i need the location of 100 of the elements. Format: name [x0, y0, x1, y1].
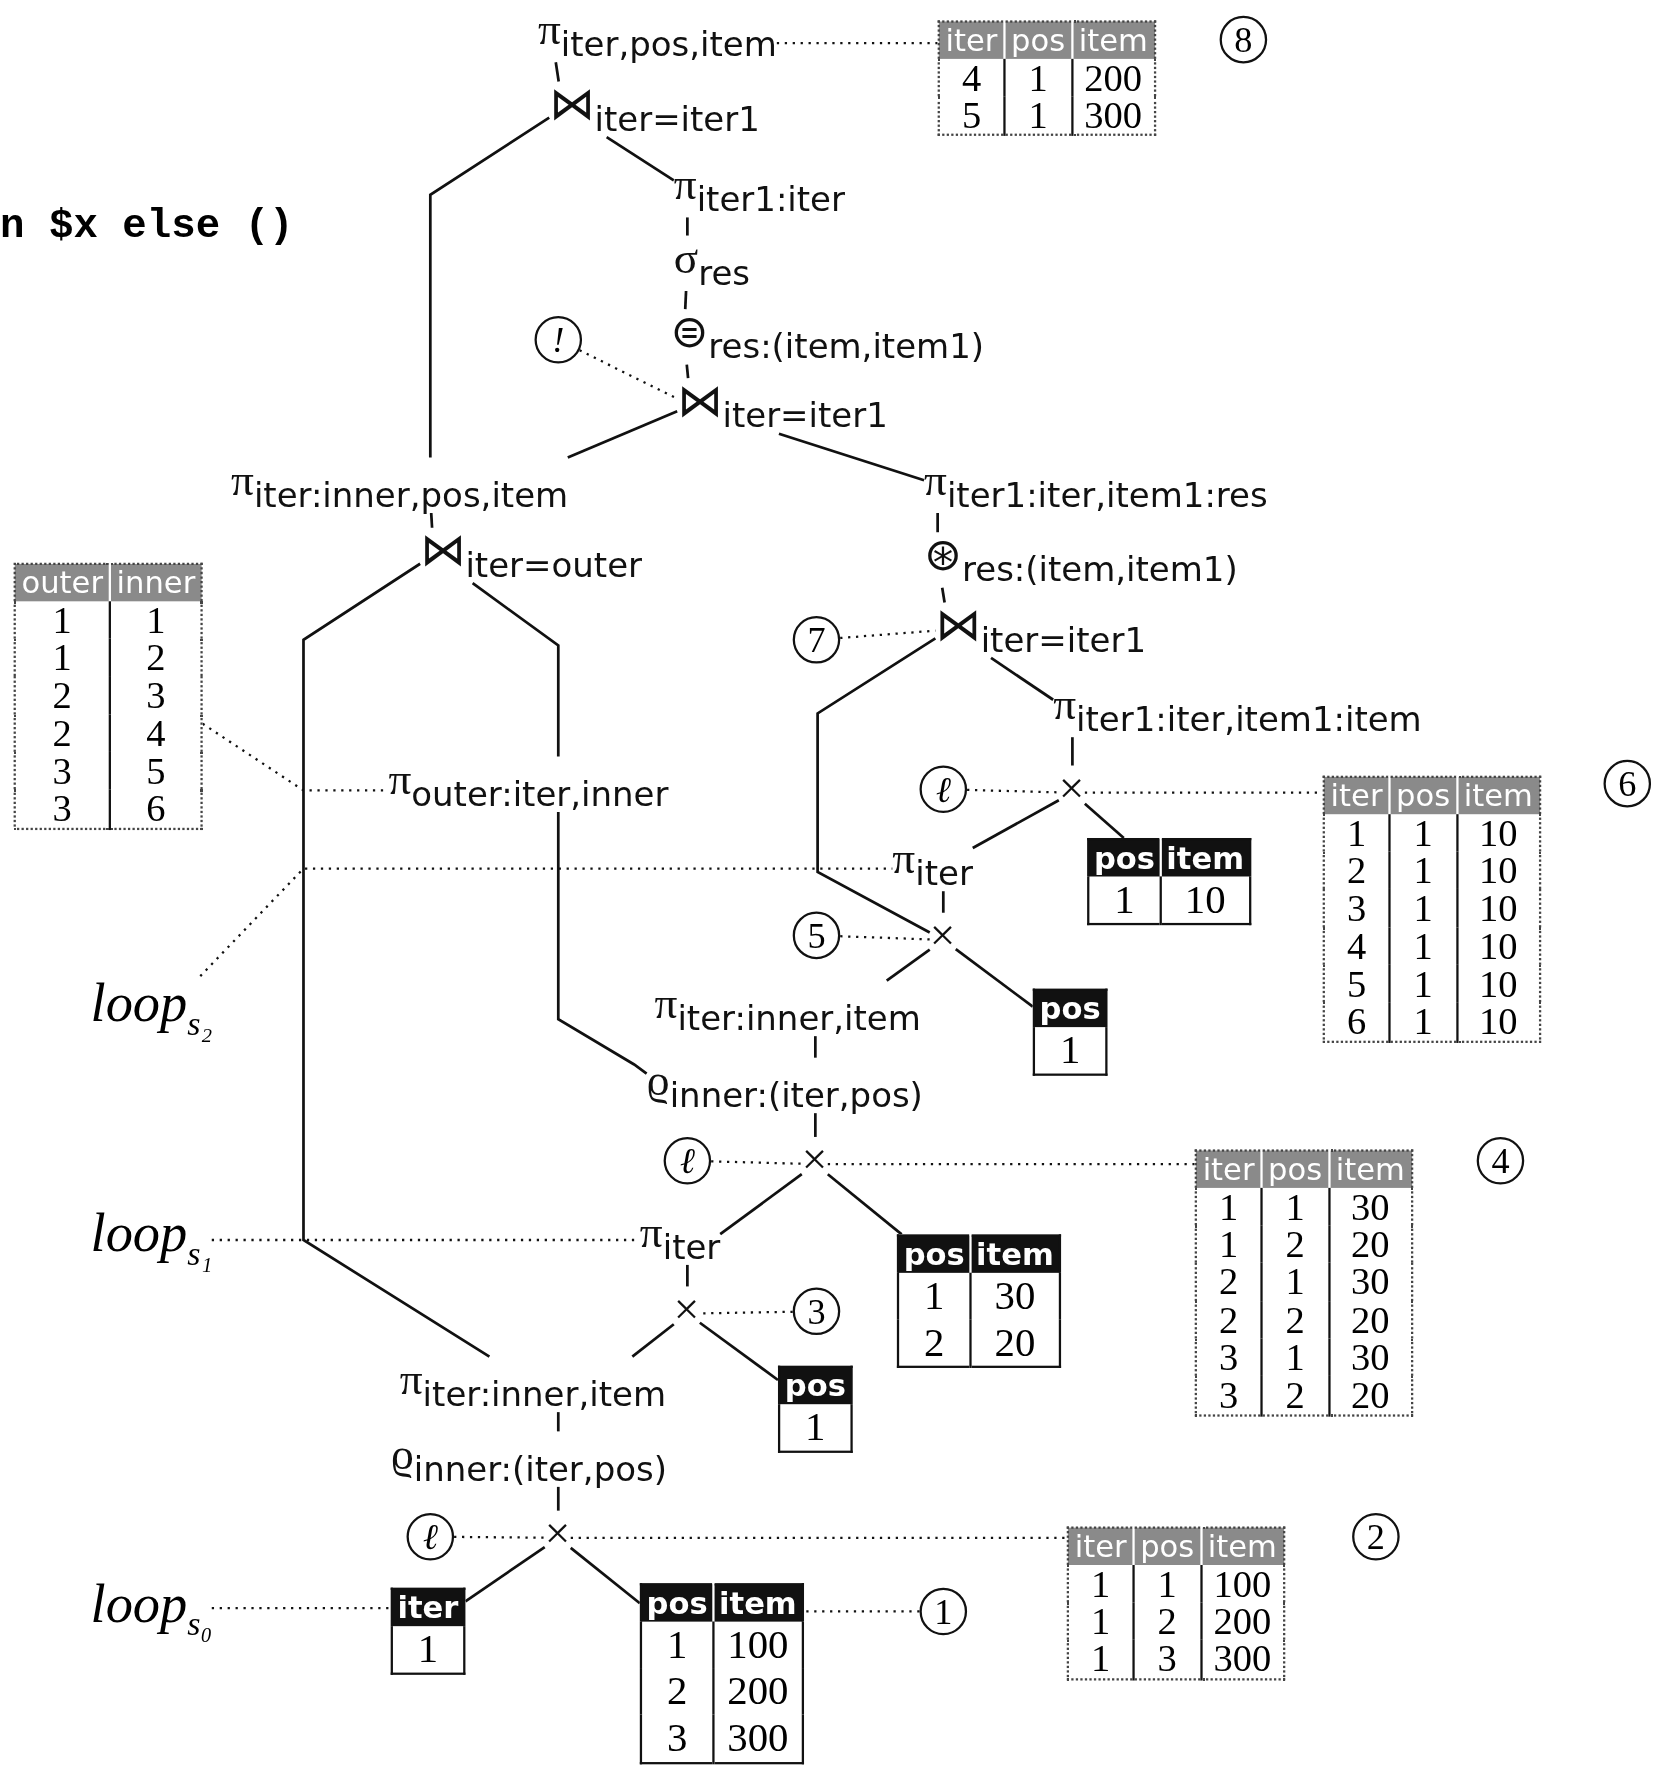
loop-label: loop$_{s₂}$ — [90, 976, 213, 1041]
cell-value: 2 — [1195, 1263, 1262, 1301]
plan-edge — [686, 1264, 689, 1287]
column-header: iter — [1067, 1527, 1134, 1565]
cell-value: 1 — [1389, 1002, 1457, 1042]
plan-edge — [972, 799, 1060, 850]
callout-number: 8 — [1219, 15, 1268, 64]
cell-value: 1 — [1195, 1187, 1262, 1226]
column-header: item — [713, 1584, 803, 1622]
plan-edge — [826, 1173, 903, 1236]
cell-value: 3 — [640, 1715, 714, 1763]
cell-value: 2 — [1323, 851, 1390, 890]
result-table — [1066, 1526, 1285, 1681]
cell-value: 4 — [1323, 927, 1390, 965]
data-table — [1032, 988, 1108, 1076]
plan-edge — [814, 1113, 817, 1137]
callout-number: 4 — [1476, 1136, 1525, 1185]
column-header: item — [1160, 839, 1250, 877]
cell-value: 30 — [1328, 1187, 1412, 1226]
callout-number: 3 — [792, 1287, 841, 1336]
cell-value: 1 — [14, 638, 110, 677]
cell-value: 3 — [109, 676, 202, 715]
operator-label: ⊜$_{res:(item,item1)}$ — [670, 309, 985, 365]
column-header: pos — [1133, 1527, 1201, 1565]
data-table — [896, 1234, 1061, 1369]
cell-value: 1 — [898, 1272, 971, 1320]
plan-edge — [567, 409, 678, 459]
cell-value: 30 — [1328, 1263, 1412, 1301]
operator-label: π$_{iter,pos,item}$ — [537, 6, 777, 62]
leader-line — [570, 1536, 1067, 1539]
plan-edge — [554, 62, 561, 82]
operator-label: ⊛$_{res:(item,item1)}$ — [924, 532, 1238, 588]
cell-value: 1 — [1261, 1187, 1329, 1226]
result-table — [1322, 775, 1541, 1043]
callout-number: 2 — [1352, 1512, 1400, 1561]
plan-edge — [631, 1323, 675, 1358]
cell-value: 20 — [1328, 1300, 1412, 1339]
operator-label: ⋈$_{iter=iter1}$ — [935, 602, 1147, 658]
leader-line — [840, 935, 930, 941]
cell-value: 10 — [1456, 1002, 1540, 1042]
cell-value: 1 — [1389, 813, 1457, 852]
cell-value: 2 — [109, 638, 202, 677]
callout-symbol: ℓ — [919, 765, 968, 814]
plan-edge — [683, 290, 688, 310]
cell-value: 2 — [1195, 1300, 1262, 1339]
data-table — [1087, 838, 1251, 926]
operator-label: ϱ$_{inner:(iter,pos)}$ — [646, 1057, 923, 1113]
cell-value: 1 — [640, 1621, 714, 1669]
column-header: pos — [1389, 776, 1457, 814]
plan-edge — [885, 948, 931, 982]
leader-line — [967, 788, 1059, 794]
code-text: n $x else () — [0, 206, 294, 247]
cell-value: 6 — [1323, 1002, 1390, 1042]
callout-number: 7 — [792, 616, 841, 664]
cell-value: 10 — [1456, 851, 1540, 890]
column-header: iter — [1195, 1150, 1262, 1188]
operator-label: π$_{iter1:iter}$ — [673, 161, 845, 217]
column-header: iter — [1323, 776, 1390, 814]
cell-value: 100 — [1201, 1564, 1284, 1603]
cell-value: 2 — [1133, 1602, 1201, 1641]
operator-label: π$_{iter}$ — [639, 1209, 721, 1265]
cell-value: 3 — [1323, 889, 1390, 928]
operator-label: × — [1058, 765, 1085, 811]
cell-value: 2 — [1261, 1300, 1329, 1339]
operator-label: ⋈$_{iter=iter1}$ — [677, 378, 888, 434]
operator-label: π$_{iter1:iter,item1:res}$ — [924, 457, 1268, 513]
column-header: item — [1071, 21, 1155, 59]
cell-value: 2 — [14, 714, 110, 752]
cell-value: 3 — [1133, 1640, 1201, 1679]
cell-value: 5 — [938, 96, 1005, 136]
cell-value: 1 — [1389, 927, 1457, 965]
cell-value: 5 — [1323, 964, 1390, 1003]
cell-value: 3 — [14, 751, 110, 790]
operator-label: π$_{outer:iter,inner}$ — [388, 756, 669, 812]
cell-value: 1 — [1389, 851, 1457, 890]
plan-edge — [1071, 737, 1074, 766]
plan-edge — [429, 512, 434, 528]
column-header: outer — [14, 563, 110, 601]
cell-value: 20 — [1328, 1225, 1412, 1263]
plan-edge — [569, 1546, 641, 1605]
plan-edge — [941, 891, 945, 913]
cell-value: 200 — [1201, 1602, 1284, 1641]
leader-line — [211, 1606, 391, 1610]
plan-edge — [686, 217, 689, 236]
cell-value: 200 — [1071, 58, 1155, 97]
plan-edge — [302, 562, 491, 1358]
operator-label: π$_{iter:inner,item}$ — [654, 980, 921, 1036]
operator-label: σ$_{res}$ — [673, 235, 751, 291]
cell-value: 1 — [1195, 1225, 1262, 1263]
data-table — [639, 1583, 804, 1765]
leader-line — [454, 1535, 545, 1539]
loop-label: loop$_{s₀}$ — [90, 1576, 213, 1641]
cell-value: 4 — [109, 714, 202, 752]
cell-value: 1 — [1067, 1640, 1134, 1679]
plan-edge — [464, 1546, 546, 1603]
plan-edge — [814, 1036, 817, 1058]
cell-value: 30 — [1328, 1338, 1412, 1377]
cell-value: 10 — [1456, 927, 1540, 965]
plan-edge — [699, 1321, 779, 1382]
plan-edge — [605, 135, 675, 182]
